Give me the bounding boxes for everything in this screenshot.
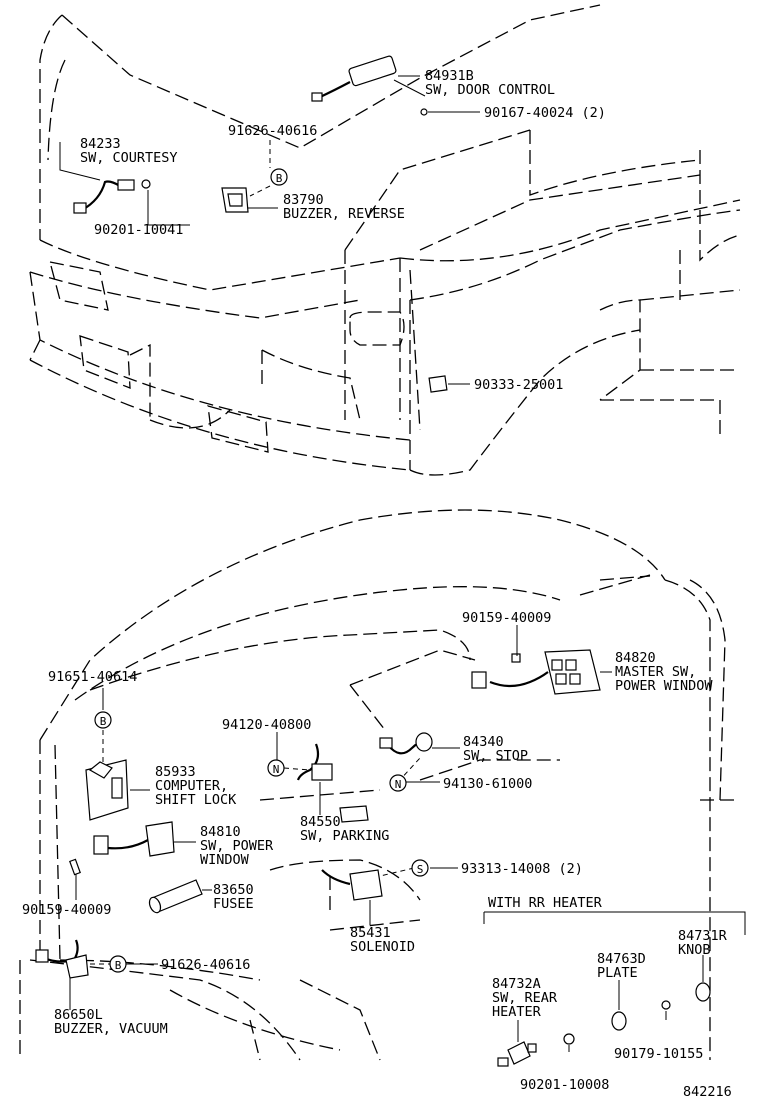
label-91626-lower: 91626-40616 [161, 957, 250, 973]
washer-90201-part [563, 1033, 575, 1045]
label-84550-name: SW, PARKING [300, 828, 389, 844]
plug-90333-part [428, 375, 448, 393]
label-84810-name2: WINDOW [200, 852, 250, 868]
label-90167: 90167-40024 (2) [484, 105, 606, 121]
svg-text:B: B [276, 172, 283, 185]
label-85431-name: SOLENOID [350, 939, 415, 955]
label-90179: 90179-10155 [614, 1046, 703, 1062]
marker-b-vacuum: B [109, 955, 127, 973]
label-84233-name: SW, COURTESY [80, 150, 178, 166]
label-83790-num: 83790 [283, 192, 324, 208]
label-84810-name1: SW, POWER [200, 838, 274, 854]
label-84340-num: 84340 [463, 734, 504, 750]
courtesy-switch-part [73, 179, 151, 214]
marker-n-94120: N [267, 759, 285, 777]
label-85933-name2: SHIFT LOCK [155, 792, 237, 808]
screw-90167-part [420, 108, 428, 116]
label-84731r-num: 84731R [678, 928, 728, 944]
marker-n-94130: N [389, 774, 407, 792]
label-83650-num: 83650 [213, 882, 254, 898]
shift-lock-computer-part [85, 759, 129, 821]
marker-b-shift-lock: B [94, 711, 112, 729]
label-84820-name1: MASTER SW, [615, 664, 696, 680]
svg-text:N: N [273, 763, 280, 776]
label-84732a-num: 84732A [492, 976, 541, 992]
label-83650-name: FUSEE [213, 896, 254, 912]
marker-b-upper: B [270, 168, 288, 186]
label-83790-name: BUZZER, REVERSE [283, 206, 405, 222]
label-85933-name1: COMPUTER, [155, 778, 228, 794]
label-90333: 90333-25001 [474, 377, 563, 393]
reverse-buzzer-part [221, 187, 249, 213]
rear-heater-switch-part [497, 1041, 537, 1067]
label-94130: 94130-61000 [443, 776, 532, 792]
svg-text:B: B [115, 959, 122, 972]
solenoid-part [321, 869, 383, 901]
label-84233-num: 84233 [80, 136, 121, 152]
label-94120: 94120-40800 [222, 717, 311, 733]
diagram-id: 842216 [683, 1084, 732, 1100]
label-90201-upper: 90201-10041 [94, 222, 183, 238]
label-90201-lower: 90201-10008 [520, 1077, 609, 1093]
label-84931b-name: SW, DOOR CONTROL [425, 82, 555, 98]
power-window-switch-part [93, 821, 175, 857]
knob-part [695, 982, 711, 1002]
label-84820-name2: POWER WINDOW [615, 678, 713, 694]
label-84732a-name1: SW, REAR [492, 990, 558, 1006]
door-control-switch-part [311, 55, 397, 102]
label-90159-lower: 90159-40009 [22, 902, 111, 918]
label-84732a-name2: HEATER [492, 1004, 542, 1020]
vehicle-rear-body-outline [29, 4, 741, 476]
label-86650l-num: 86650L [54, 1007, 103, 1023]
label-90159-upper: 90159-40009 [462, 610, 551, 626]
fusee-part [148, 879, 203, 914]
svg-text:B: B [100, 715, 107, 728]
label-84731r-name: KNOB [678, 942, 711, 958]
marker-s-93313: S [411, 859, 429, 877]
label-86650l-name: BUZZER, VACUUM [54, 1021, 168, 1037]
screw-90159-part [69, 858, 81, 876]
label-84810-num: 84810 [200, 824, 241, 840]
label-84340-name: SW, STOP [463, 748, 528, 764]
label-84763d-name: PLATE [597, 965, 638, 981]
master-power-window-switch-part [471, 649, 601, 695]
label-91651: 91651-40614 [48, 669, 137, 685]
label-93313: 93313-14008 (2) [461, 861, 583, 877]
label-91626-upper: 91626-40616 [228, 123, 317, 139]
label-85431-num: 85431 [350, 925, 391, 941]
label-84550-num: 84550 [300, 814, 341, 830]
label-85933-num: 85933 [155, 764, 196, 780]
screw-90179-part [661, 1000, 671, 1010]
svg-text:S: S [417, 863, 424, 876]
stop-switch-part [379, 732, 433, 755]
svg-text:N: N [395, 778, 402, 791]
vacuum-buzzer-part [35, 939, 89, 979]
leader-lines [59, 75, 746, 1052]
label-84763d-num: 84763D [597, 951, 646, 967]
parking-switch-part [296, 743, 369, 823]
inset-title: WITH RR HEATER [488, 895, 603, 911]
plate-part [611, 1011, 627, 1031]
label-84931b-num: 84931B [425, 68, 474, 84]
label-84820-num: 84820 [615, 650, 656, 666]
